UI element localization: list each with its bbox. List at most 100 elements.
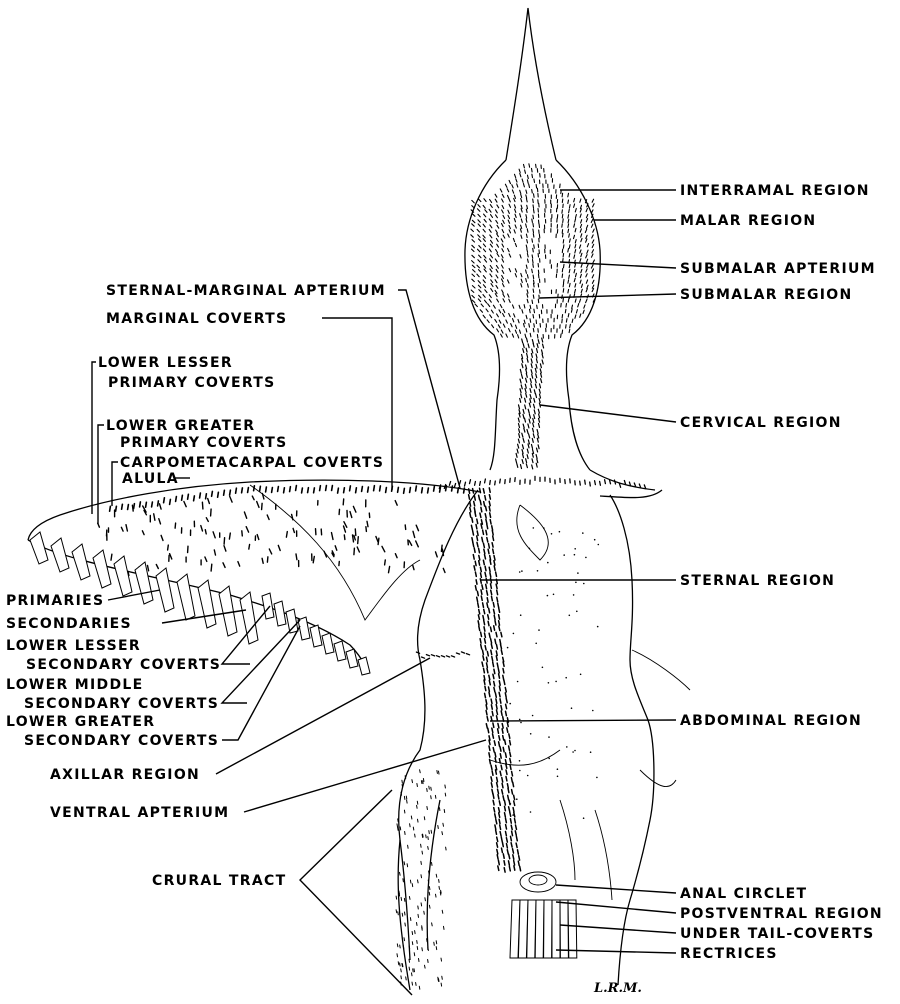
feather-mark bbox=[496, 285, 498, 288]
feather-mark bbox=[439, 808, 440, 811]
feather-mark bbox=[509, 299, 510, 302]
label-lower-lesser-primary-coverts-1: LOWER LESSER bbox=[98, 355, 233, 371]
feather-mark bbox=[533, 450, 534, 454]
feather-mark bbox=[513, 855, 514, 860]
feather-mark bbox=[525, 418, 526, 422]
feather-mark bbox=[484, 199, 486, 202]
feather-mark bbox=[482, 537, 483, 541]
feather-mark bbox=[575, 209, 576, 212]
feather-mark bbox=[539, 399, 540, 403]
feather-mark bbox=[484, 549, 485, 553]
feather-mark bbox=[514, 861, 515, 865]
feather-mark bbox=[497, 716, 498, 720]
feather-mark bbox=[499, 736, 500, 740]
feather-mark bbox=[401, 897, 402, 900]
feather-mark bbox=[581, 220, 582, 223]
feather-mark bbox=[504, 861, 505, 865]
feather-mark bbox=[572, 305, 573, 308]
feather-mark bbox=[574, 204, 575, 207]
feather-mark bbox=[314, 488, 315, 493]
feather-mark bbox=[487, 668, 488, 672]
feather-mark bbox=[429, 786, 430, 789]
feather-dot bbox=[547, 595, 549, 597]
feather-mark bbox=[568, 280, 569, 283]
feather-mark bbox=[493, 536, 494, 540]
feather-mark bbox=[343, 499, 344, 505]
feather-mark bbox=[475, 586, 476, 590]
feather-mark bbox=[497, 663, 498, 667]
feather-mark bbox=[176, 497, 177, 502]
feather-mark bbox=[382, 546, 385, 551]
feather-mark bbox=[497, 850, 498, 854]
feather-mark bbox=[246, 527, 248, 532]
feather-mark bbox=[182, 495, 183, 500]
feather-mark bbox=[472, 300, 475, 302]
feather-mark bbox=[523, 349, 524, 353]
feather-mark bbox=[490, 235, 492, 238]
feather-mark bbox=[471, 290, 474, 292]
feather-mark bbox=[436, 947, 437, 950]
feather-mark bbox=[441, 958, 442, 961]
feather-mark bbox=[570, 324, 571, 327]
feather-mark bbox=[536, 354, 537, 358]
label-abdominal-region: ABDOMINAL REGION bbox=[680, 713, 862, 729]
feather-mark bbox=[592, 285, 594, 288]
feather-mark bbox=[500, 305, 502, 308]
feather-mark bbox=[509, 199, 510, 202]
leader-lower-greater-secondary-coverts bbox=[222, 626, 300, 740]
feather-mark bbox=[533, 229, 534, 233]
feather-mark bbox=[487, 657, 488, 661]
feather-mark bbox=[500, 771, 501, 775]
feather-mark bbox=[489, 740, 490, 744]
feather-mark bbox=[478, 285, 480, 288]
feather-dot bbox=[598, 544, 600, 546]
feather-mark bbox=[472, 240, 475, 242]
feather-mark bbox=[483, 616, 484, 620]
feather-mark bbox=[466, 654, 469, 655]
feather-mark bbox=[211, 509, 212, 516]
label-sternal-marginal-apterium: STERNAL-MARGINAL APTERIUM bbox=[106, 283, 386, 299]
feather-mark bbox=[472, 261, 475, 263]
feather-mark bbox=[503, 854, 504, 858]
feather-mark bbox=[526, 195, 527, 198]
feather-mark bbox=[508, 234, 510, 237]
feather-mark bbox=[514, 198, 515, 201]
rectrix-quill bbox=[560, 900, 568, 958]
feather-mark bbox=[353, 535, 354, 542]
feather-dot bbox=[590, 751, 592, 753]
feather-mark bbox=[489, 495, 490, 499]
feather-mark bbox=[497, 710, 498, 714]
feather-mark bbox=[477, 531, 478, 535]
feather-mark bbox=[592, 275, 594, 278]
feather-mark bbox=[527, 294, 528, 297]
feather-mark bbox=[497, 783, 498, 787]
feather-mark bbox=[482, 585, 483, 589]
feather-mark bbox=[478, 205, 480, 208]
label-lower-greater-secondary-coverts-2: SECONDARY COVERTS bbox=[24, 733, 219, 749]
feather-mark bbox=[532, 168, 533, 172]
rectrix-quill bbox=[552, 900, 560, 958]
feather-dot bbox=[566, 746, 568, 748]
feather-mark bbox=[507, 784, 508, 788]
label-under-tail-coverts: UNDER TAIL-COVERTS bbox=[680, 926, 875, 942]
feather-mark bbox=[505, 693, 506, 697]
feather-mark bbox=[445, 793, 446, 796]
feather-mark bbox=[493, 794, 494, 798]
tail-left-line bbox=[560, 800, 612, 900]
feather-mark bbox=[170, 499, 171, 504]
feather-mark bbox=[493, 674, 494, 678]
feather-mark bbox=[488, 549, 489, 553]
feather-mark bbox=[499, 626, 500, 630]
feather-mark bbox=[563, 240, 564, 243]
feather-mark bbox=[429, 871, 430, 874]
feather-mark bbox=[490, 759, 491, 763]
feather-mark bbox=[483, 235, 485, 238]
feather-mark bbox=[380, 486, 381, 491]
feather-mark bbox=[493, 734, 494, 738]
feather-mark bbox=[476, 580, 477, 584]
feather-mark bbox=[505, 753, 506, 757]
label-marginal-coverts: MARGINAL COVERTS bbox=[106, 311, 287, 327]
feather-mark bbox=[525, 405, 526, 409]
secondary-quill bbox=[334, 641, 346, 661]
